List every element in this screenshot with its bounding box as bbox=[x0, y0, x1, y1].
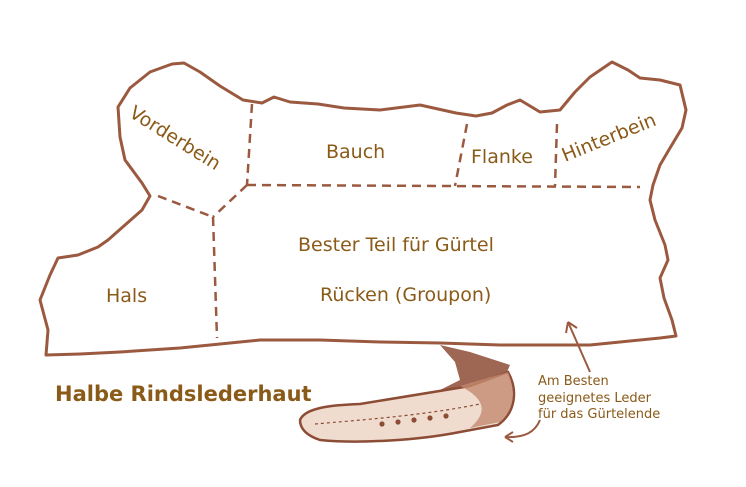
divider-hals-ruecken bbox=[211, 216, 219, 339]
divider-bauch-flanke bbox=[453, 123, 469, 187]
label-ruecken: Rücken (Groupon) bbox=[320, 284, 491, 306]
belt-hole bbox=[395, 419, 401, 425]
belt-illustration bbox=[298, 345, 516, 443]
arrow-left-head bbox=[504, 431, 514, 443]
belt-hole bbox=[379, 421, 385, 427]
divider-vorderbein-lower bbox=[212, 184, 248, 218]
label-bauch: Bauch bbox=[326, 141, 385, 163]
belt-hole bbox=[443, 413, 449, 419]
belt-strap bbox=[298, 370, 516, 443]
belt-stitching bbox=[314, 403, 481, 425]
note-line-1: Am Besten bbox=[538, 374, 609, 389]
divider-vorderbein-bauch bbox=[245, 103, 254, 186]
divider-belly-line bbox=[246, 183, 641, 189]
label-hals: Hals bbox=[106, 285, 147, 307]
divider-flanke-hinterbein bbox=[553, 123, 559, 187]
label-flanke: Flanke bbox=[471, 146, 533, 168]
division-lines bbox=[157, 103, 641, 339]
label-vorderbein: Vorderbein bbox=[125, 102, 224, 175]
diagram-title: Halbe Rindslederhaut bbox=[55, 382, 312, 406]
arrows bbox=[504, 321, 591, 443]
arrow-left-line bbox=[504, 419, 541, 439]
hide-outline bbox=[38, 60, 688, 357]
divider-vorderbein-left bbox=[157, 194, 214, 219]
arrow-up-line bbox=[567, 321, 591, 373]
belt-shading bbox=[460, 372, 513, 428]
arrow-up-head bbox=[565, 321, 578, 334]
belt-hole bbox=[427, 415, 433, 421]
label-bester-teil: Bester Teil für Gürtel bbox=[298, 234, 494, 256]
belt-hole bbox=[411, 417, 417, 423]
note-line-2: geeignetes Leder bbox=[538, 391, 652, 406]
label-hinterbein: Hinterbein bbox=[559, 109, 660, 167]
note-line-3: für das Gürtelende bbox=[538, 407, 660, 422]
